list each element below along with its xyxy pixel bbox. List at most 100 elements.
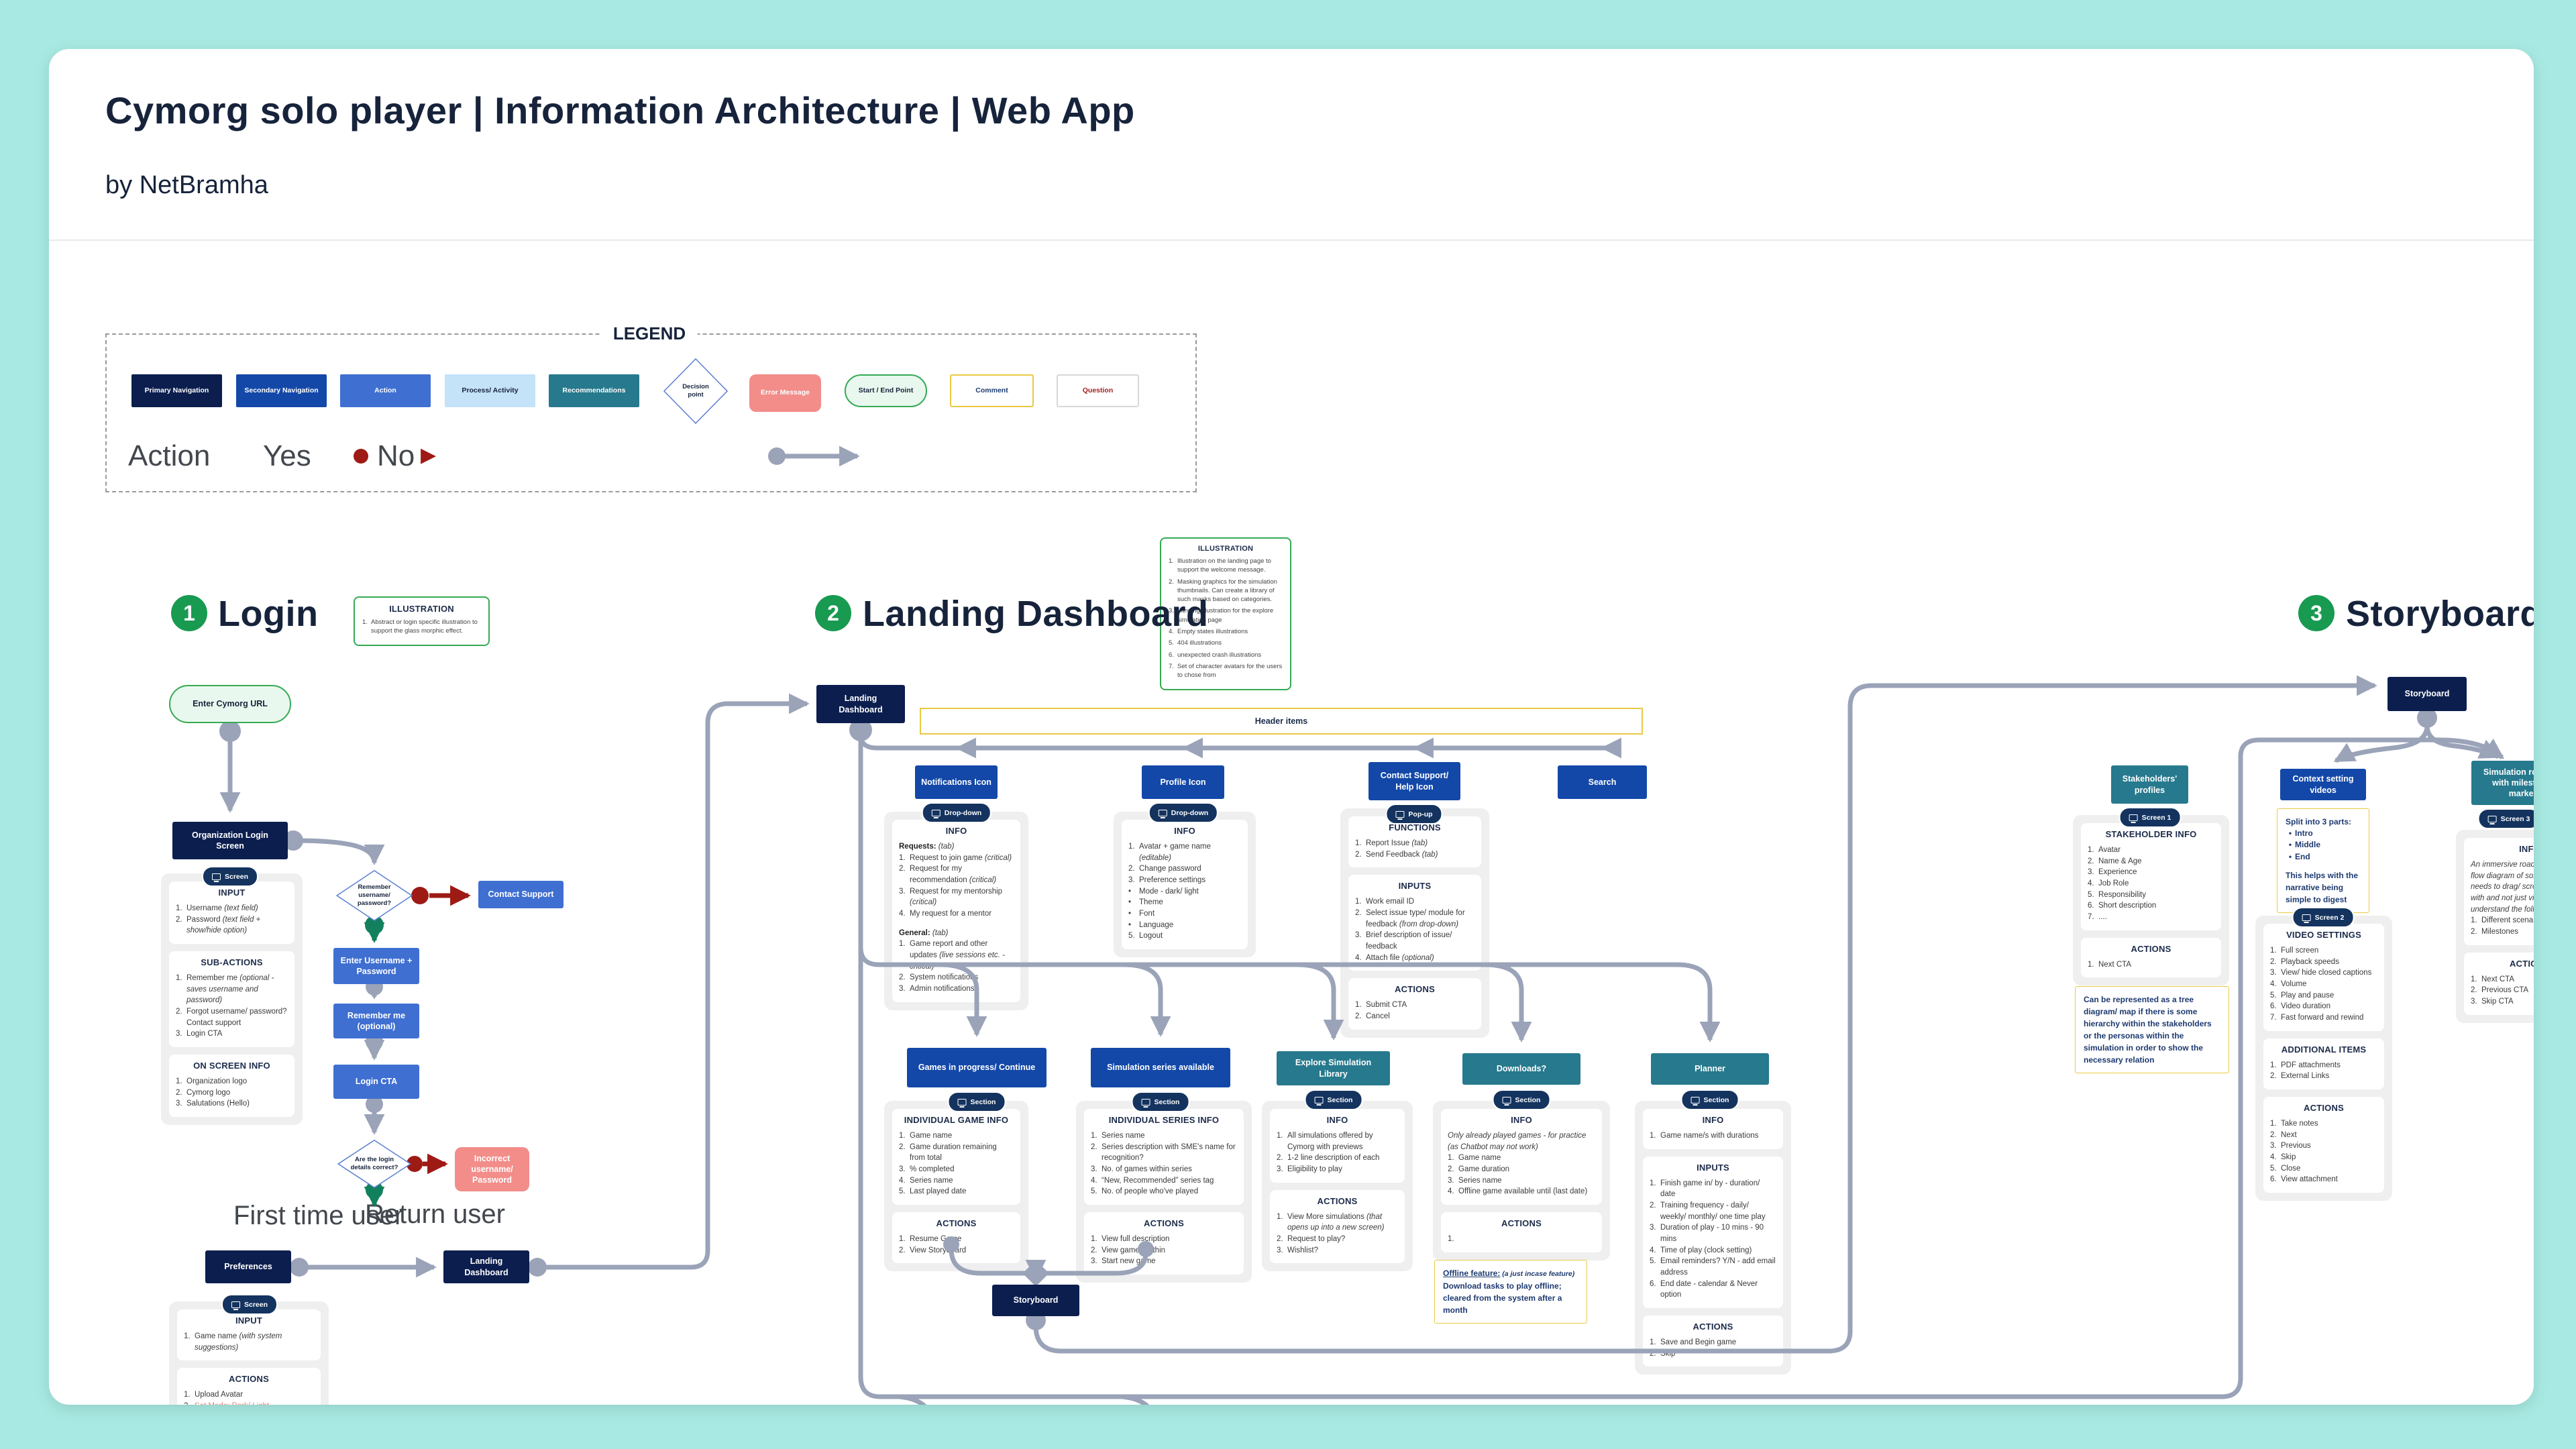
node-storyboard-main[interactable]: Storyboard (2387, 677, 2467, 711)
list-item: 1.All simulations offered by Cymorg with… (1277, 1132, 1373, 1151)
list-item: 2.Training frequency - daily/ weekly/ mo… (1650, 1201, 1766, 1221)
list-item: 1.Organization logo (176, 1077, 248, 1086)
list-item: 3.Admin notifications (899, 985, 975, 994)
list-item: 3.Wishlist? (1277, 1246, 1319, 1254)
node-games-in-progress[interactable]: Games in progress/ Continue (907, 1048, 1046, 1087)
list-item: 1.Work email ID (1355, 898, 1414, 906)
node-storyboard-mid[interactable]: Storyboard (992, 1285, 1079, 1316)
section-title-storyboard: Storyboard (2346, 594, 2534, 634)
section-number-landing: 2 (815, 595, 851, 631)
badge-popup-contact: Pop-up (1385, 804, 1443, 824)
node-header-items-bar[interactable]: Header items (920, 708, 1643, 735)
list-item: General: (tab) (899, 928, 949, 937)
card-title: INDIVIDUAL GAME INFO (904, 1115, 1009, 1125)
node-enter-username-password[interactable]: Enter Username + Password (333, 948, 419, 984)
comment-note: This helps with the narrative being simp… (2286, 871, 2359, 905)
panel-planner: INFO 1.Game name/s with durations INPUTS… (1635, 1101, 1791, 1375)
node-preferences[interactable]: Preferences (205, 1250, 291, 1283)
list-item: 2.Previous CTA (2471, 986, 2529, 995)
node-planner[interactable]: Planner (1651, 1053, 1769, 1085)
list-item: 1.Take notes (2270, 1120, 2318, 1128)
list-item: 4.Job Role (2088, 879, 2129, 888)
decision-remember-credentials[interactable]: Remember username/ password? (336, 870, 413, 921)
comment-split-parts[interactable]: Split into 3 parts: •Intro•Middle•End Th… (2277, 808, 2369, 914)
panel-notifications: INFO Requests: (tab)1.Request to join ga… (884, 812, 1028, 1010)
comment-item: 7.Set of character avatars for the users… (1169, 662, 1283, 680)
list-item: 5.Logout (1128, 932, 1163, 941)
panel-card: INFO Requests: (tab)1.Request to join ga… (892, 820, 1020, 1002)
list-item: 2.Change password (1128, 865, 1201, 873)
list-item: 2.Request for my recommendation (critica… (899, 865, 997, 885)
node-search[interactable]: Search (1558, 765, 1647, 799)
section-title-login: Login (218, 594, 319, 634)
panel-card: INPUT 1.Game name (with system suggestio… (177, 1309, 321, 1361)
comment-login-illustration[interactable]: ILLUSTRATION 1.Abstract or login specifi… (354, 596, 490, 646)
list-item: 2.External Links (2270, 1072, 2330, 1081)
card-title: INFO (945, 826, 967, 836)
node-remember-me[interactable]: Remember me (optional) (333, 1004, 419, 1038)
node-downloads[interactable]: Downloads? (1462, 1053, 1580, 1085)
legend-yes-word: Yes (263, 439, 311, 472)
list-item: 1.Game name (with system suggestions) (184, 1332, 282, 1352)
list-item: needs to drag/ scroll throu (2471, 883, 2534, 892)
list-item: 2.1-2 line description of each (1277, 1154, 1380, 1163)
list-item: 1. (1448, 1235, 1454, 1244)
node-landing-dashboard-main[interactable]: Landing Dashboard (816, 685, 905, 723)
list-item: 5.Last played date (899, 1187, 967, 1196)
list-item: 4.Attach file (optional) (1355, 953, 1434, 962)
node-stakeholders-profiles[interactable]: Stakeholders' profiles (2111, 765, 2188, 804)
node-notifications-icon[interactable]: Notifications Icon (915, 765, 998, 799)
node-landing-dashboard-login[interactable]: Landing Dashboard (443, 1250, 529, 1283)
card-title: ACTIONS (1501, 1218, 1542, 1229)
legend-no-arrow-icon: ▶ (421, 444, 437, 466)
card-title: ACTIONS (2131, 943, 2171, 954)
decision-login-details-correct[interactable]: Are the login details correct? (337, 1140, 411, 1188)
panel-card: INPUT 1.Username (text field)2.Password … (169, 881, 294, 945)
badge-section-explore: Section (1304, 1089, 1363, 1110)
monitor-icon (2129, 814, 2138, 823)
monitor-icon (957, 1098, 967, 1108)
node-contact-support[interactable]: Contact Support (478, 881, 564, 908)
node-context-setting-videos[interactable]: Context setting videos (2280, 769, 2366, 800)
comment-tree-diagram[interactable]: Can be represented as a tree diagram/ ma… (2075, 986, 2229, 1073)
node-organization-login-screen[interactable]: Organization Login Screen (172, 822, 288, 859)
panel-card: ACTIONS 1.Next CTA (2081, 937, 2221, 978)
section-number-storyboard: 3 (2298, 595, 2334, 631)
node-simulation-series[interactable]: Simulation series available (1091, 1048, 1230, 1087)
node-enter-cymorg-url[interactable]: Enter Cymorg URL (169, 685, 291, 723)
comment-landing-illustration[interactable]: ILLUSTRATION 1.Illustration on the landi… (1160, 537, 1291, 690)
card-title: ACTIONS (2510, 958, 2534, 969)
list-item: 6.End date - calendar & Never option (1650, 1279, 1758, 1299)
list-item: 4.“New, Recommended” series tag (1091, 1176, 1214, 1185)
node-explore-simulation-library[interactable]: Explore Simulation Library (1277, 1051, 1390, 1085)
legend-question: Question (1057, 374, 1139, 407)
list-item: 7..... (2088, 913, 2107, 922)
node-incorrect-credentials[interactable]: Incorrect username/ Password (455, 1147, 529, 1191)
badge-screen3-roadmap: Screen 3 (2477, 808, 2534, 829)
list-item: 1.Remember me (optional - saves username… (176, 974, 274, 1005)
comment-offline-feature[interactable]: Offline feature: (a just incase feature)… (1434, 1260, 1587, 1324)
monitor-icon (931, 809, 941, 818)
node-contact-support-help-icon[interactable]: Contact Support/ Help Icon (1368, 762, 1460, 800)
badge-section-downloads: Section (1492, 1089, 1551, 1110)
list-item: 3.% completed (899, 1165, 955, 1174)
list-item: 3.Series name (1448, 1176, 1502, 1185)
card-title: ACTIONS (1317, 1195, 1358, 1206)
node-login-cta[interactable]: Login CTA (333, 1065, 419, 1099)
list-item: 3.Eligibility to play (1277, 1165, 1342, 1174)
card-title: INPUTS (1697, 1162, 1729, 1173)
header-divider (49, 239, 2534, 241)
badge-dropdown-profile: Drop-down (1148, 802, 1219, 823)
comment-item: 1.Illustration on the landing page to su… (1169, 557, 1271, 574)
node-profile-icon[interactable]: Profile Icon (1142, 765, 1224, 799)
monitor-icon (1314, 1096, 1324, 1106)
list-item: 2.Cancel (1355, 1012, 1390, 1021)
list-item: 1.Avatar (2088, 846, 2121, 854)
node-simulation-roadmap[interactable]: Simulation roadmap with milestones marke… (2471, 761, 2534, 805)
badge-screen-org-login: Screen (201, 866, 259, 887)
monitor-icon (1141, 1098, 1150, 1108)
list-item: 1.Next CTA (2088, 960, 2131, 969)
